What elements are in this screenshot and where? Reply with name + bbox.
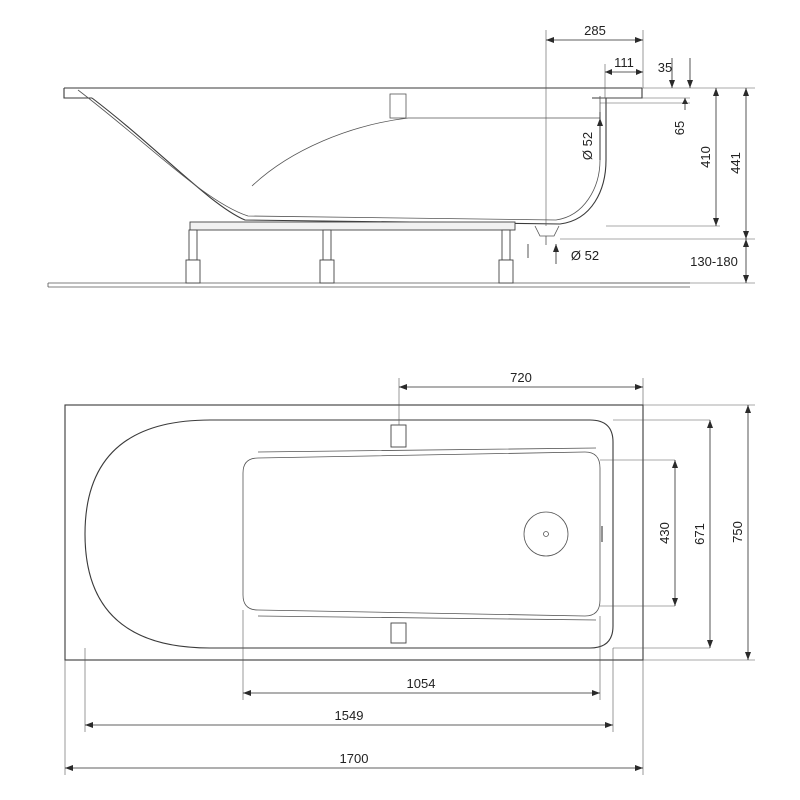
top-view: 720 430 671 750 1054 1549 1700 — [64, 370, 755, 775]
side-extension-lines — [545, 30, 755, 284]
top-drain-outer — [523, 511, 569, 557]
dim-285-label: 285 — [584, 23, 606, 38]
side-overflow-block — [389, 93, 407, 119]
dim-dia-top-label: Ø 52 — [580, 132, 595, 160]
dim-720-label: 720 — [510, 370, 532, 385]
dim-111-label: 111 — [614, 55, 634, 70]
side-legs — [185, 229, 514, 284]
side-shell-outer — [91, 97, 607, 225]
dim-65-label: 65 — [672, 121, 687, 135]
dim-430-label: 430 — [657, 522, 672, 544]
side-drain — [534, 225, 560, 245]
side-backrest-curve — [251, 117, 600, 187]
dim-410-label: 410 — [698, 146, 713, 168]
top-drain-inner — [543, 531, 549, 537]
side-rim — [63, 87, 643, 99]
top-rim-outline — [64, 404, 644, 661]
dim-750-label: 750 — [730, 521, 745, 543]
dim-35-label: 35 — [658, 60, 672, 75]
side-view: 285 111 35 65 410 441 130-180 Ø 52 — [47, 23, 755, 288]
top-overflow-cap-lower — [390, 622, 407, 644]
top-basin-outline — [84, 419, 614, 649]
top-extension-lines — [64, 378, 755, 775]
dim-1700-label: 1700 — [340, 751, 369, 766]
dim-1549-label: 1549 — [335, 708, 364, 723]
dim-130-180-label: 130-180 — [690, 254, 738, 269]
dim-671-label: 671 — [692, 523, 707, 545]
side-shell-inner — [77, 89, 601, 221]
floor-line — [47, 282, 690, 288]
top-floor-outline — [242, 451, 601, 617]
dim-1054-label: 1054 — [407, 676, 436, 691]
top-floor-armrest-lines — [257, 447, 597, 621]
dim-dia-bottom-label: Ø 52 — [571, 248, 599, 263]
side-support-frame — [189, 221, 516, 231]
top-overflow-cap-upper — [390, 424, 407, 448]
dim-441-label: 441 — [728, 152, 743, 174]
